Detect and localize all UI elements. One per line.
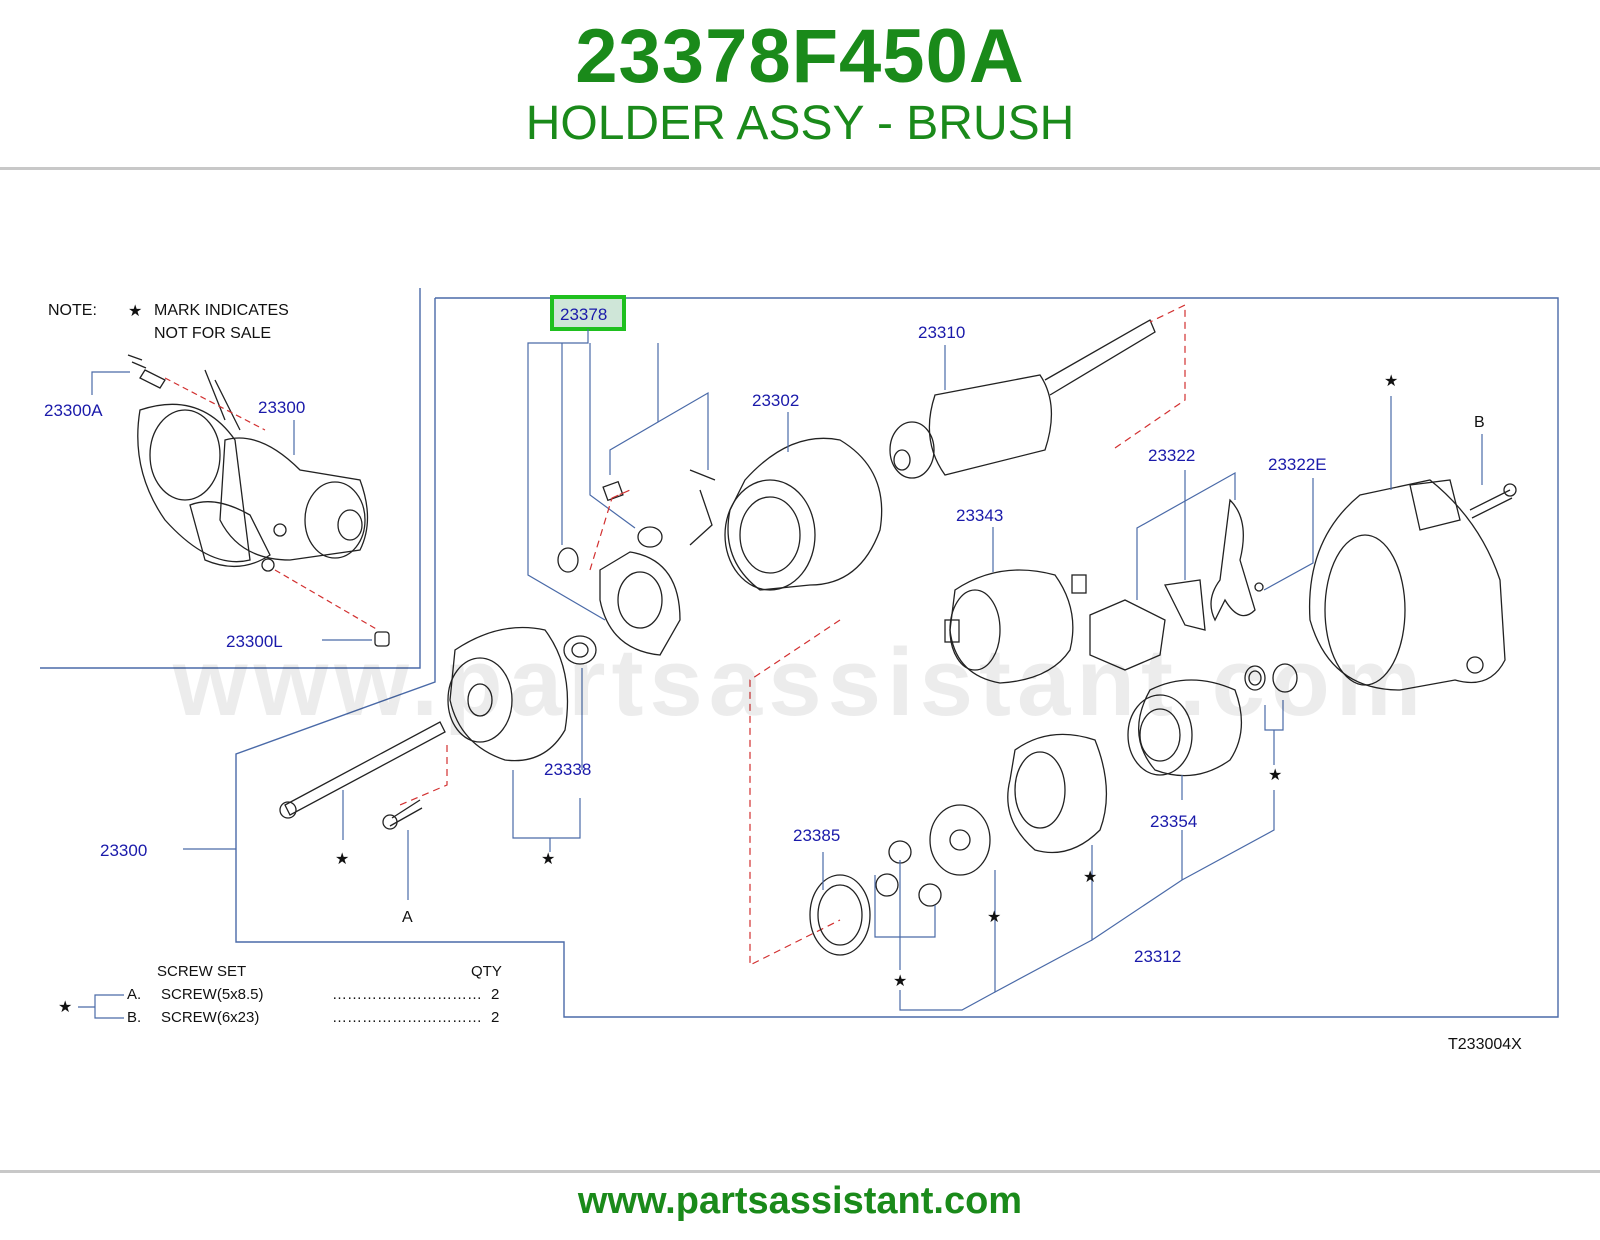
inset-leaders [91, 371, 372, 641]
armature-23310-drawing [889, 319, 1156, 479]
brush-holder-parts [557, 469, 716, 665]
label-A: A [402, 909, 413, 926]
screw-b-qty: 2 [491, 1009, 499, 1026]
rear-cover-drawing [279, 626, 569, 830]
main-dashed-leaders [399, 304, 1186, 966]
screw-b-name: SCREW(6x23) [161, 1009, 259, 1026]
screw-a-name: SCREW(5x8.5) [161, 986, 264, 1003]
callout-23300A[interactable]: 23300A [44, 401, 103, 420]
star-rear-cover: ★ [541, 851, 555, 868]
callout-23322[interactable]: 23322 [1148, 446, 1195, 465]
front-housing-drawing [1308, 479, 1517, 691]
callout-23354[interactable]: 23354 [1150, 812, 1197, 831]
screw-set-bracket [78, 994, 124, 1019]
star-snap-ring: ★ [1268, 767, 1282, 784]
star-gear-shaft: ★ [987, 909, 1001, 926]
note-line1: MARK INDICATES [154, 302, 289, 319]
lever-23322-drawing [1089, 498, 1264, 671]
screw-set-qty-header: QTY [471, 963, 502, 980]
pinion-clutch-drawing [809, 663, 1298, 956]
callout-23300-inset[interactable]: 23300 [258, 398, 305, 417]
screw-set-title: SCREW SET [157, 963, 246, 980]
star-planet-gears: ★ [893, 973, 907, 990]
solenoid-23343-drawing [944, 569, 1087, 684]
front-housing-leaders [1390, 396, 1483, 490]
callout-23300[interactable]: 23300 [100, 841, 147, 860]
callout-23322E[interactable]: 23322E [1268, 455, 1327, 474]
pinion-leaders [822, 700, 1284, 1011]
label-B: B [1474, 414, 1485, 431]
callout-23378-highlighted[interactable]: 23378 [560, 305, 607, 324]
note-prefix: NOTE: [48, 302, 97, 319]
starter-assembly-drawing [127, 354, 390, 647]
footer-divider [0, 1170, 1600, 1173]
screw-a-key: A. [127, 986, 141, 1003]
screw-b-dots: ………………………… [332, 1009, 482, 1026]
part-number-title: 23378F450A [575, 14, 1025, 99]
star-front-housing: ★ [1384, 373, 1398, 390]
callout-23385[interactable]: 23385 [793, 826, 840, 845]
callout-23312[interactable]: 23312 [1134, 947, 1181, 966]
star-bolt-long: ★ [335, 851, 349, 868]
callout-23338[interactable]: 23338 [544, 760, 591, 779]
rear-cover-leaders [183, 668, 583, 900]
part-name-subtitle: HOLDER ASSY - BRUSH [525, 97, 1075, 150]
screw-a-qty: 2 [491, 986, 499, 1003]
note-star: ★ [128, 303, 142, 320]
screw-a-dots: ………………………… [332, 986, 482, 1003]
leaders-23378 [527, 329, 709, 621]
inset-dashed-leaders [164, 377, 379, 631]
page-header: 23378F450A HOLDER ASSY - BRUSH [0, 0, 1600, 168]
footer-url-link[interactable]: www.partsassistant.com [577, 1180, 1023, 1222]
callout-23302[interactable]: 23302 [752, 391, 799, 410]
screw-b-key: B. [127, 1009, 141, 1026]
yoke-23302-drawing [724, 437, 883, 591]
screw-set-star: ★ [58, 999, 72, 1016]
diagram-frame [40, 288, 1559, 1018]
header-divider [0, 167, 1600, 170]
note-line2: NOT FOR SALE [154, 325, 271, 342]
callout-23310[interactable]: 23310 [918, 323, 965, 342]
watermark: www.partsassistant.com [172, 629, 1428, 736]
callout-23343[interactable]: 23343 [956, 506, 1003, 525]
diagram-code: T233004X [1448, 1036, 1522, 1053]
callout-23300L[interactable]: 23300L [226, 632, 283, 651]
lever-leaders [1136, 470, 1314, 600]
star-clutch: ★ [1083, 869, 1097, 886]
